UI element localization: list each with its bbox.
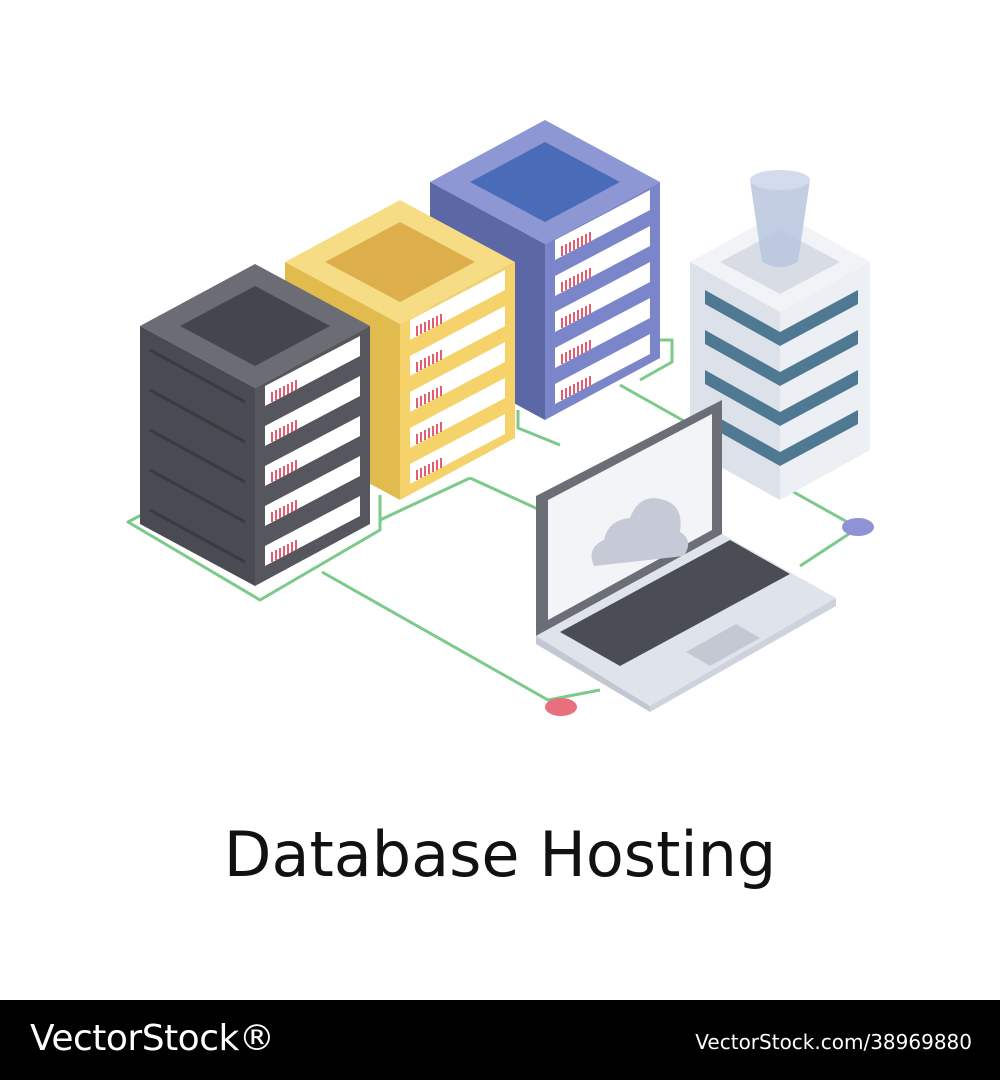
image-id-label: VectorStock.com/38969880 <box>695 1030 972 1054</box>
caption-title: Database Hosting <box>223 818 777 891</box>
network-lines <box>126 338 860 702</box>
database-hosting-illustration <box>126 120 874 716</box>
network-node-red-icon <box>545 698 577 716</box>
cloud-icon <box>591 498 689 566</box>
watermark-footer: VectorStock® VectorStock.com/38969880 <box>0 1000 1000 1080</box>
brand-logo: VectorStock® <box>30 1018 275 1059</box>
dark-server-rack-icon <box>140 264 370 586</box>
laptop-icon <box>536 400 836 712</box>
network-node-purple-icon <box>842 518 874 536</box>
